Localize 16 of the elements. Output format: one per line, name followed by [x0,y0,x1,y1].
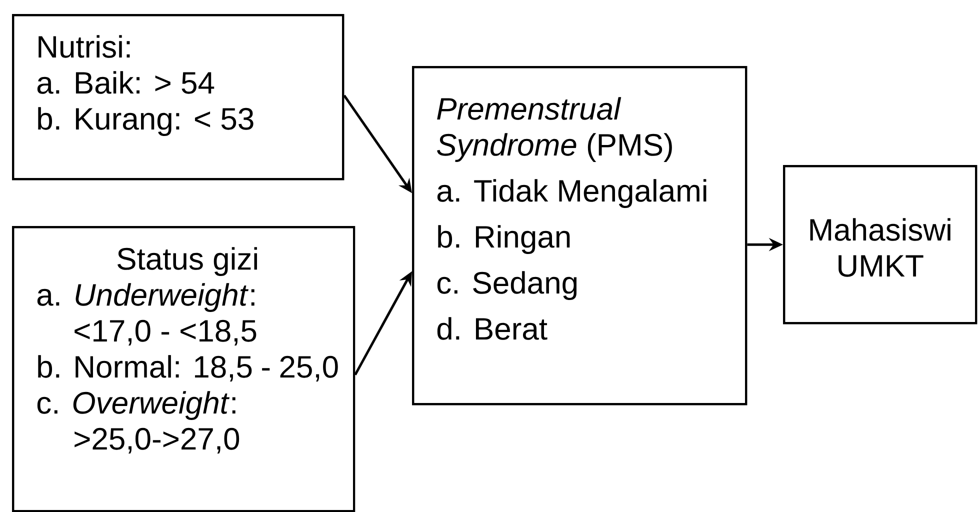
list-item: a. Tidak Mengalami [437,179,706,208]
list-item: c. Sedang [437,271,577,300]
list-item: b. Normal: 18,5 - 25,0 [38,355,338,382]
process-box [12,14,344,180]
process-box [783,165,978,324]
box-text: Mahasiswi UMKT [810,218,950,277]
box-heading: Premenstrual Syndrome (PMS) [436,97,672,162]
list-item: b. Kurang: < 53 [38,107,254,136]
process-box [12,226,356,512]
box-heading: Status gizi [118,247,257,276]
list-item: c. Overweight: >25,0->27,0 [37,391,240,454]
list-item: a. Baik: > 54 [37,71,214,94]
box-heading: Nutrisi: [38,35,130,58]
list-item: d. Berat [437,317,548,340]
list-item: b. Ringan [438,225,570,254]
process-box [412,66,748,406]
